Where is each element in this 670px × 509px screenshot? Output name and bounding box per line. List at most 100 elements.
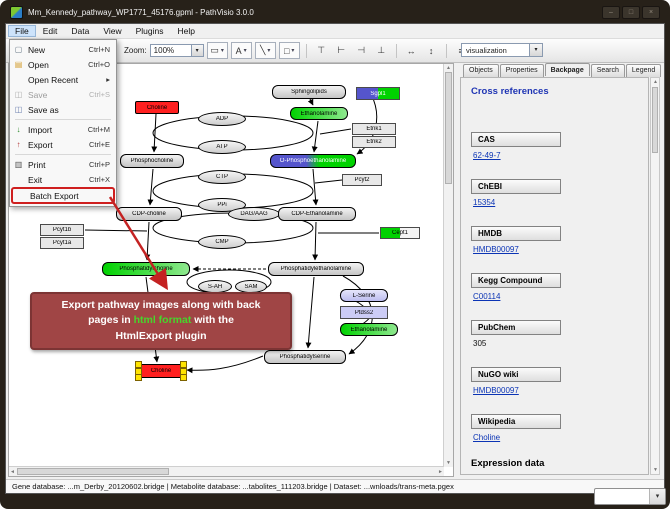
scroll-left-icon[interactable]: ◄	[10, 469, 15, 475]
panel-scrollbar[interactable]: ▲ ▼	[650, 77, 660, 475]
close-button[interactable]: ×	[642, 6, 660, 19]
horizontal-scroll-thumb[interactable]	[17, 468, 169, 475]
node-o-phosphoethanolamine[interactable]: O-Phosphoethanolamine	[270, 154, 356, 168]
node-ethanolamine[interactable]: Ethanolamine	[290, 107, 348, 120]
node-cmp[interactable]: CMP	[198, 235, 246, 249]
gene-node-sgpl1[interactable]: Sgpl1	[356, 87, 400, 100]
node-cdp-ethanolamine[interactable]: CDP-Ethanolamine	[278, 207, 356, 221]
scroll-up-icon[interactable]: ▲	[446, 65, 451, 71]
tab-backpage[interactable]: Backpage	[544, 63, 590, 76]
menu-file[interactable]: File	[8, 25, 36, 37]
node-choline[interactable]: Choline	[135, 101, 179, 114]
panel-scroll-thumb[interactable]	[652, 87, 658, 153]
menu-data[interactable]: Data	[71, 26, 90, 36]
chevron-down-icon[interactable]: ▾	[529, 44, 542, 56]
selection-handle[interactable]	[135, 368, 142, 375]
chevron-down-icon[interactable]: ▾	[220, 48, 224, 54]
bottom-right-combo[interactable]: ▾	[594, 488, 666, 505]
node-phosphatidylserine[interactable]: Phosphatidylserine	[264, 350, 346, 364]
menu-edit[interactable]: Edit	[42, 26, 58, 36]
common-width-icon: ↔	[406, 45, 416, 56]
chevron-down-icon[interactable]: ▾	[243, 48, 247, 54]
xref-id-link[interactable]: Choline	[473, 433, 501, 442]
gene-node-ptdss2[interactable]: Ptdss2	[340, 306, 388, 319]
gene-node-pcyt1b[interactable]: Pcyt1b	[40, 224, 84, 236]
gene-node-pcyt1a[interactable]: Pcyt1a	[40, 237, 84, 249]
tab-legend[interactable]: Legend	[625, 64, 662, 77]
node-dag-aag[interactable]: DAG/AAG	[228, 207, 280, 221]
node-ethanolamine[interactable]: Ethanolamine	[340, 323, 398, 336]
annotation-line-1: Export pathway images along with back	[61, 299, 261, 312]
node-sphingolipids[interactable]: Sphingolipids	[272, 85, 346, 99]
common-width-button[interactable]: ↔	[403, 42, 420, 59]
label-tool-button[interactable]: A▾	[230, 42, 252, 59]
minimize-button[interactable]: –	[602, 6, 620, 19]
title-bar[interactable]: Mm_Kennedy_pathway_WP1771_45176.gpml - P…	[10, 4, 660, 21]
node-phosphatidylcholine[interactable]: Phosphatidylcholine	[102, 262, 190, 276]
zoom-combobox[interactable]: 100% ▾	[149, 44, 204, 57]
node-phosphocholine[interactable]: Phosphocholine	[120, 154, 184, 168]
gene-node-etnk2[interactable]: Etnk2	[352, 136, 396, 148]
file-menu-item-open-recent[interactable]: Open Recent▸	[11, 72, 115, 87]
selection-handle[interactable]	[180, 374, 187, 381]
scroll-down-icon[interactable]: ▼	[446, 460, 451, 466]
align-bottom-button[interactable]: ⊥	[373, 42, 390, 59]
scroll-up-icon[interactable]: ▲	[653, 79, 658, 85]
menu-shortcut: Ctrl+S	[88, 90, 110, 99]
selection-handle[interactable]	[135, 374, 142, 381]
chevron-down-icon[interactable]: ▾	[267, 48, 271, 54]
visualization-combobox[interactable]: visualization ▾	[461, 43, 543, 57]
xref-id-link[interactable]: C00114	[473, 292, 501, 301]
node-phosphatidylethanolamine[interactable]: Phosphatidylethanolamine	[268, 262, 364, 276]
node-cdp-choline[interactable]: CDP-choline	[116, 207, 182, 221]
canvas-horizontal-scrollbar[interactable]: ◄ ►	[9, 466, 444, 476]
shape-tool-button[interactable]: □▾	[278, 42, 300, 59]
chevron-down-icon[interactable]: ▾	[190, 45, 203, 56]
xref-id-link[interactable]: HMDB00097	[473, 386, 519, 395]
menu-view[interactable]: View	[103, 26, 122, 36]
tab-search[interactable]: Search	[590, 64, 625, 77]
xref-id-link[interactable]: 62-49-7	[473, 151, 501, 160]
selection-handle[interactable]	[135, 361, 142, 368]
selection-handle[interactable]	[180, 368, 187, 375]
node-s-ah[interactable]: S-AH	[198, 280, 232, 293]
selection-handle[interactable]	[180, 361, 187, 368]
vertical-scroll-thumb[interactable]	[445, 72, 452, 184]
file-menu-item-batch-export[interactable]: Batch Export	[11, 187, 115, 204]
node-choline[interactable]: Choline	[135, 361, 187, 381]
node-adp[interactable]: ADP	[198, 112, 246, 126]
xref-id-link[interactable]: HMDB00097	[473, 245, 519, 254]
align-left-button[interactable]: ⊢	[333, 42, 350, 59]
chevron-down-icon[interactable]: ▾	[291, 48, 295, 54]
tab-objects[interactable]: Objects	[463, 64, 499, 77]
xref-id-link[interactable]: 15354	[473, 198, 496, 207]
node-atp[interactable]: ATP	[198, 140, 246, 154]
align-right-button[interactable]: ⊣	[353, 42, 370, 59]
common-height-button[interactable]: ↕	[423, 42, 440, 59]
scroll-down-icon[interactable]: ▼	[653, 467, 658, 473]
chevron-down-icon[interactable]: ▾	[649, 489, 665, 504]
tab-properties[interactable]: Properties	[499, 64, 544, 77]
gene-node-etnk1[interactable]: Etnk1	[352, 123, 396, 135]
maximize-button[interactable]: □	[622, 6, 640, 19]
gene-node-pcyt2[interactable]: Pcyt2	[342, 174, 382, 186]
menu-help[interactable]: Help	[177, 26, 195, 36]
scroll-right-icon[interactable]: ►	[438, 469, 443, 475]
line-tool-icon: ╲	[259, 45, 266, 55]
menu-plugins[interactable]: Plugins	[135, 26, 164, 36]
datanode-tool-button[interactable]: ▭▾	[206, 42, 228, 59]
align-center-horizontal-button[interactable]: ⊤	[313, 42, 330, 59]
gene-node-cept1[interactable]: Cept1	[380, 227, 420, 239]
canvas-vertical-scrollbar[interactable]: ▲ ▼	[443, 64, 453, 467]
node-ctp[interactable]: CTP	[198, 170, 246, 184]
file-menu-item-save-as[interactable]: ◫Save as	[11, 102, 115, 117]
line-tool-button[interactable]: ╲▾	[254, 42, 276, 59]
node-l-serine[interactable]: L-Serine	[340, 289, 388, 302]
